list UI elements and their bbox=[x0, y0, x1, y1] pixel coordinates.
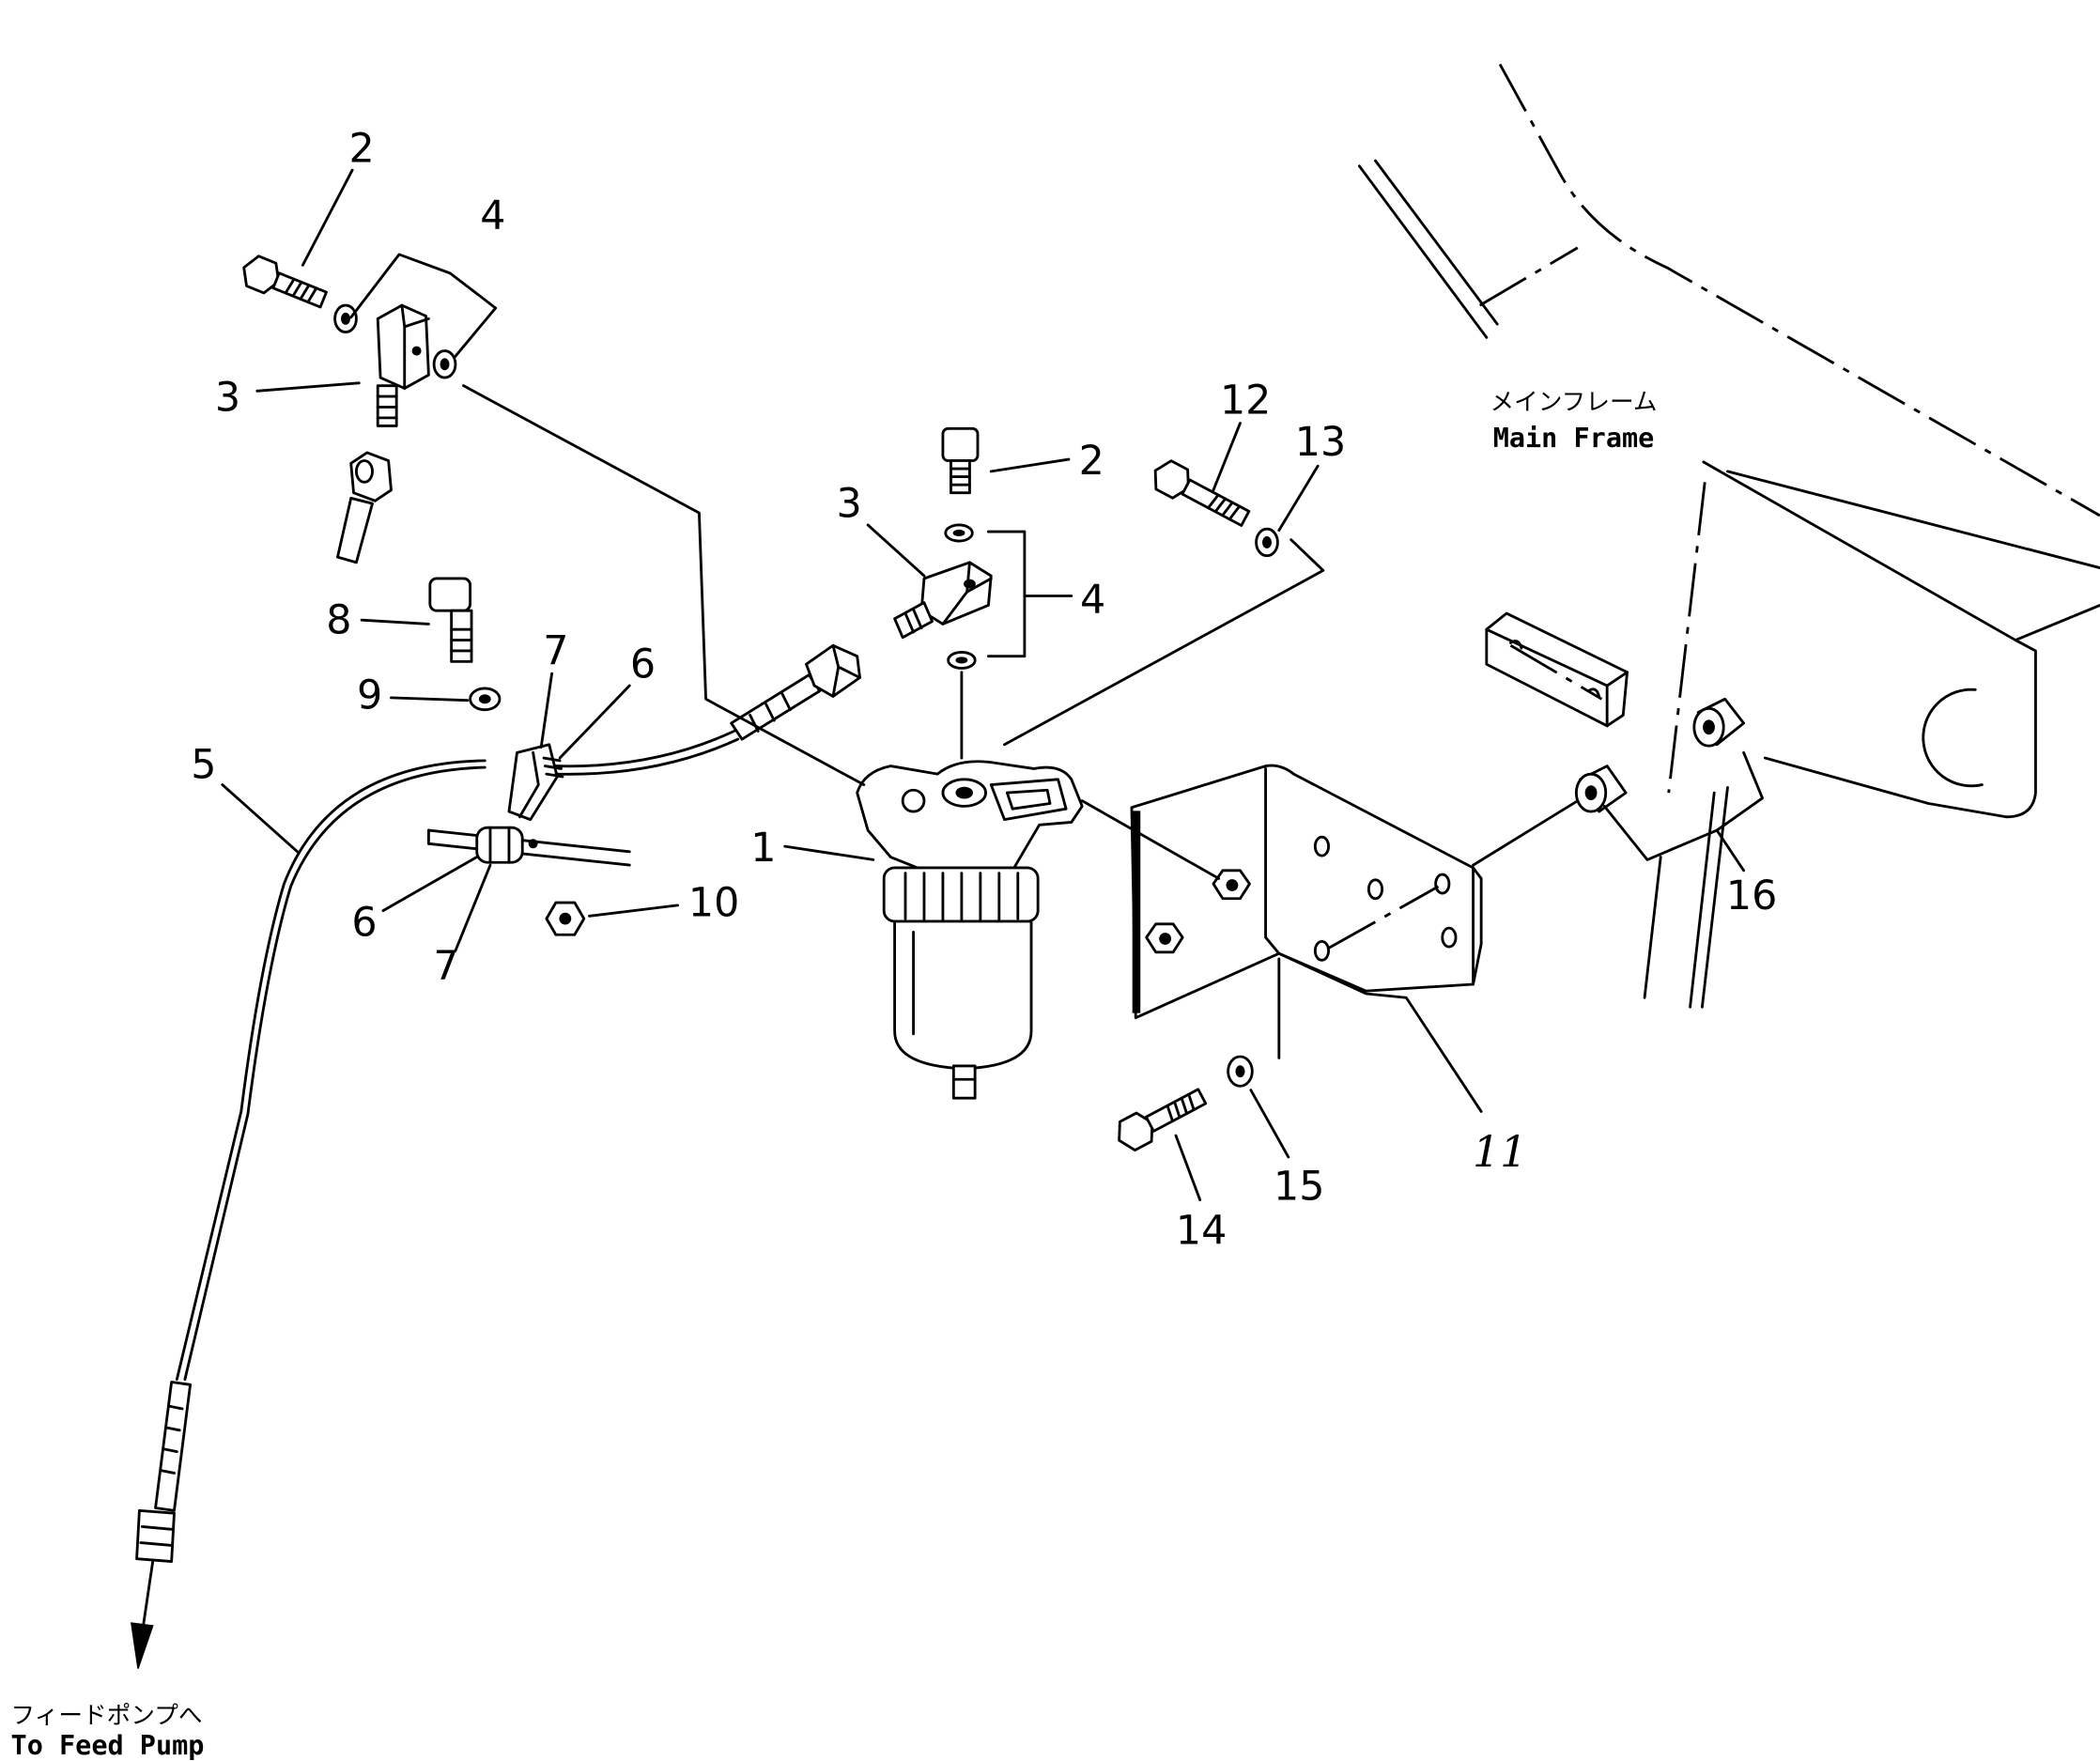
fuel-pipe-tee bbox=[426, 828, 631, 867]
callout-clamp-6-upper: 6 bbox=[630, 641, 656, 687]
feed-pump-label-en: To Feed Pump bbox=[11, 1730, 205, 1761]
feed-pump-label-jp: フィードポンプへ bbox=[11, 1702, 203, 1730]
callout-washer-9: 9 bbox=[357, 672, 382, 718]
hose-clamp-lower bbox=[475, 826, 538, 864]
callout-hose-5: 5 bbox=[191, 741, 216, 788]
frame-mount-block bbox=[1485, 611, 1629, 728]
bracket-bolt-12 bbox=[1153, 459, 1251, 527]
washer-15 bbox=[1227, 1055, 1254, 1088]
washer-center-b bbox=[947, 650, 977, 670]
callout-clamp-6-lower: 6 bbox=[351, 900, 377, 947]
bracket-bolt-14 bbox=[1118, 1088, 1208, 1152]
callout-clamp-7-lower: 7 bbox=[433, 942, 458, 989]
washer-top-left-a bbox=[333, 303, 358, 334]
callout-bracket-11: 11 bbox=[1473, 1127, 1527, 1177]
callout-bolt-8: 8 bbox=[326, 596, 351, 643]
notes: メインフレーム Main Frame フィードポンプへ To Feed Pump bbox=[11, 388, 1658, 1761]
hose-fitting-top-left bbox=[336, 451, 393, 564]
spacer-upper bbox=[1692, 697, 1746, 748]
callout-spacer-16: 16 bbox=[1726, 873, 1777, 919]
callout-connector-3-top: 3 bbox=[215, 375, 240, 422]
callout-bolt-2-top: 2 bbox=[349, 126, 375, 173]
bracket-nut-upper bbox=[1212, 869, 1251, 901]
callout-labels: 2 4 3 2 3 12 13 4 8 7 6 9 5 1 10 6 7 16 … bbox=[191, 126, 1777, 1255]
callout-clamp-7-upper: 7 bbox=[543, 627, 568, 674]
banjo-connector-center bbox=[893, 561, 993, 640]
callout-nut-10: 10 bbox=[688, 879, 739, 926]
hose-to-filter bbox=[554, 643, 861, 776]
banjo-bolt-center bbox=[941, 426, 980, 495]
callout-filter-1: 1 bbox=[750, 825, 776, 872]
callout-washer-15: 15 bbox=[1274, 1164, 1324, 1211]
callout-washer-4-center: 4 bbox=[1080, 577, 1105, 624]
bracket-nut-lower bbox=[1145, 922, 1184, 954]
callout-bolt-2-center: 2 bbox=[1079, 438, 1104, 485]
clamp-bolt-8 bbox=[428, 577, 473, 663]
banjo-bolt-top-left bbox=[242, 255, 328, 309]
filter-bracket bbox=[1130, 764, 1483, 1020]
banjo-connector-top-left bbox=[376, 303, 430, 427]
washer-9 bbox=[469, 687, 502, 712]
callout-bolt-12: 12 bbox=[1220, 378, 1271, 425]
callout-connector-3-center: 3 bbox=[837, 480, 862, 527]
callout-washer-13: 13 bbox=[1295, 419, 1346, 466]
leader-lines bbox=[221, 168, 1764, 1201]
fuel-filter bbox=[856, 760, 1084, 1100]
main-frame-label-jp: メインフレーム bbox=[1490, 388, 1657, 416]
spacer-lower bbox=[1574, 765, 1628, 813]
fuel-hose-5 bbox=[175, 759, 486, 1382]
feed-pump-arrow bbox=[131, 1560, 155, 1669]
hose-end-fitting bbox=[135, 1381, 193, 1563]
washer-13 bbox=[1255, 527, 1279, 558]
callout-washer-4-top: 4 bbox=[480, 193, 505, 239]
washer-top-left-b bbox=[432, 349, 457, 379]
nut-10 bbox=[545, 901, 586, 936]
hose-clamp-upper bbox=[507, 743, 564, 822]
main-frame-label-en: Main Frame bbox=[1493, 423, 1655, 454]
main-frame-outline bbox=[1357, 63, 2100, 1009]
callout-bolt-14: 14 bbox=[1176, 1208, 1227, 1255]
washer-center-a bbox=[944, 523, 974, 543]
